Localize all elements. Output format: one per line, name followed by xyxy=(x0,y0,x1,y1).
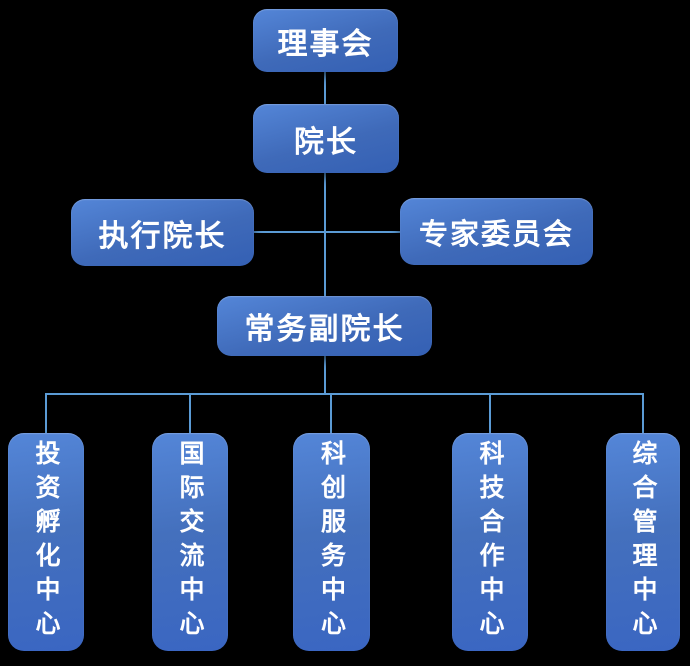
org-node-center-comprehensive-management: 综合管理中心 xyxy=(606,433,680,651)
connector-drop-center-1 xyxy=(45,393,47,434)
org-node-center-scitech-innovation-service: 科创服务中心 xyxy=(293,433,370,651)
org-node-center-label: 科技合作中心 xyxy=(476,440,504,644)
org-node-center-label: 综合管理中心 xyxy=(629,440,657,644)
connector-board-dean xyxy=(324,71,326,106)
org-node-executive-dean: 执行院长 xyxy=(71,199,254,266)
connector-dean-vice-dean xyxy=(324,172,326,297)
org-node-center-international-exchange: 国际交流中心 xyxy=(152,433,228,651)
connector-drop-center-4 xyxy=(489,393,491,434)
org-node-executive-dean-label: 执行院长 xyxy=(98,219,227,253)
connector-vice-dean-bus xyxy=(324,354,326,394)
org-node-executive-vice-dean: 常务副院长 xyxy=(217,296,432,356)
org-node-center-investment-incubation: 投资孵化中心 xyxy=(8,433,84,651)
org-node-board-label: 理事会 xyxy=(277,27,374,61)
org-node-center-scitech-cooperation: 科技合作中心 xyxy=(452,433,528,651)
connector-exec-dean-expert-committee xyxy=(253,231,401,233)
org-node-center-label: 国际交流中心 xyxy=(176,440,204,644)
org-node-executive-vice-dean-label: 常务副院长 xyxy=(244,313,405,346)
org-node-expert-committee-label: 专家委员会 xyxy=(418,218,574,251)
org-node-expert-committee: 专家委员会 xyxy=(400,198,593,265)
org-node-dean: 院长 xyxy=(253,104,399,173)
connector-drop-center-3 xyxy=(330,393,332,434)
org-node-center-label: 科创服务中心 xyxy=(317,440,346,644)
org-node-board: 理事会 xyxy=(253,9,398,72)
connector-drop-center-5 xyxy=(642,393,644,434)
org-node-dean-label: 院长 xyxy=(294,125,358,159)
connector-centers-bus xyxy=(45,393,643,395)
connector-drop-center-2 xyxy=(189,393,191,434)
org-node-center-label: 投资孵化中心 xyxy=(32,440,60,644)
